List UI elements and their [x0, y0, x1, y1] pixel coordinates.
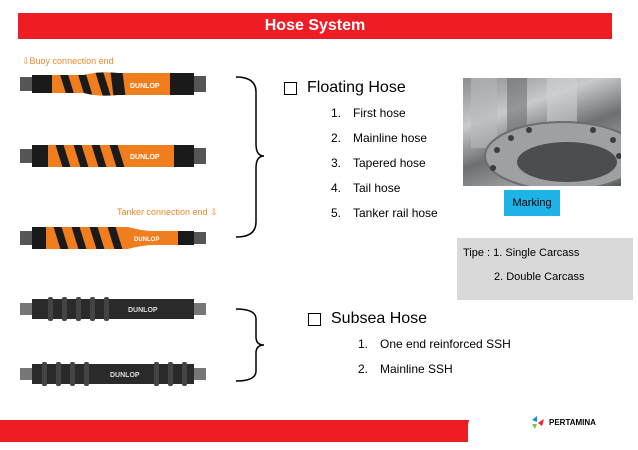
item-text: Tapered hose: [353, 156, 426, 170]
item-text: Mainline SSH: [380, 362, 453, 376]
item-text: Tanker rail hose: [353, 206, 438, 220]
tipe-line-1: Tipe : 1. Single Carcass: [463, 247, 580, 259]
list-item: 4. Tail hose: [331, 181, 438, 206]
slide-title: Hose System: [18, 13, 612, 39]
item-number: 3.: [331, 156, 342, 170]
item-text: One end reinforced SSH: [380, 337, 511, 351]
floating-hose-list: 1. First hose 2. Mainline hose 3. Tapered h…: [331, 106, 438, 231]
item-number: 5.: [331, 206, 342, 220]
item-number: 2.: [331, 131, 342, 145]
list-item: 1. First hose: [331, 106, 438, 131]
pertamina-logo-icon: [532, 416, 544, 429]
subsea-hose-heading-text: Subsea Hose: [331, 310, 428, 327]
item-number: 1.: [358, 337, 369, 351]
floating-brace: [235, 76, 265, 238]
item-number: 4.: [331, 181, 342, 195]
hose-brand-3: DUNLOP: [134, 237, 159, 243]
list-item: 1. One end reinforced SSH: [358, 337, 511, 362]
floating-hose-heading: Floating Hose: [284, 79, 406, 97]
subsea-hose-mainline: DUNLOP: [20, 362, 206, 386]
pertamina-logo-text: PERTAMINA: [549, 417, 596, 427]
flange-illustration: [471, 78, 621, 186]
floating-hose-heading-text: Floating Hose: [307, 79, 406, 96]
floating-hose-first: DUNLOP: [20, 72, 206, 96]
hose-brand-5: DUNLOP: [110, 372, 140, 379]
subsea-hose-list: 1. One end reinforced SSH 2. Mainline SSH: [358, 337, 511, 387]
item-text: Mainline hose: [353, 131, 428, 145]
checkbox-icon: [284, 81, 297, 95]
item-number: 2.: [358, 362, 369, 376]
buoy-connection-label: ⇩Buoy connection end: [22, 56, 114, 66]
list-item: 3. Tapered hose: [331, 156, 438, 181]
hose-brand-4: DUNLOP: [128, 307, 158, 314]
tanker-connection-label: Tanker connection end ⇩: [117, 207, 218, 217]
marking-label: Marking: [504, 190, 560, 216]
subsea-hose-reinforced: DUNLOP: [20, 297, 206, 321]
item-number: 1.: [331, 106, 342, 120]
subsea-brace: [235, 308, 265, 382]
list-item: 2. Mainline SSH: [358, 362, 511, 387]
item-text: Tail hose: [353, 181, 401, 195]
list-item: 5. Tanker rail hose: [331, 206, 438, 231]
hose-brand-2: DUNLOP: [130, 154, 160, 161]
pertamina-logo: PERTAMINA: [530, 414, 596, 430]
floating-hose-mainline: DUNLOP: [20, 145, 206, 167]
hose-brand-1: DUNLOP: [130, 83, 160, 90]
flange-marking-photo: [463, 78, 621, 186]
subsea-hose-heading: Subsea Hose: [308, 310, 427, 328]
floating-hose-tapered: DUNLOP: [20, 227, 206, 249]
tipe-box: Tipe : 1. Single Carcass 2. Double Carca…: [457, 238, 633, 300]
item-text: First hose: [353, 106, 406, 120]
footer-bar: [0, 390, 638, 450]
checkbox-icon: [308, 312, 321, 326]
list-item: 2. Mainline hose: [331, 131, 438, 156]
tipe-line-2: 2. Double Carcass: [494, 271, 585, 283]
